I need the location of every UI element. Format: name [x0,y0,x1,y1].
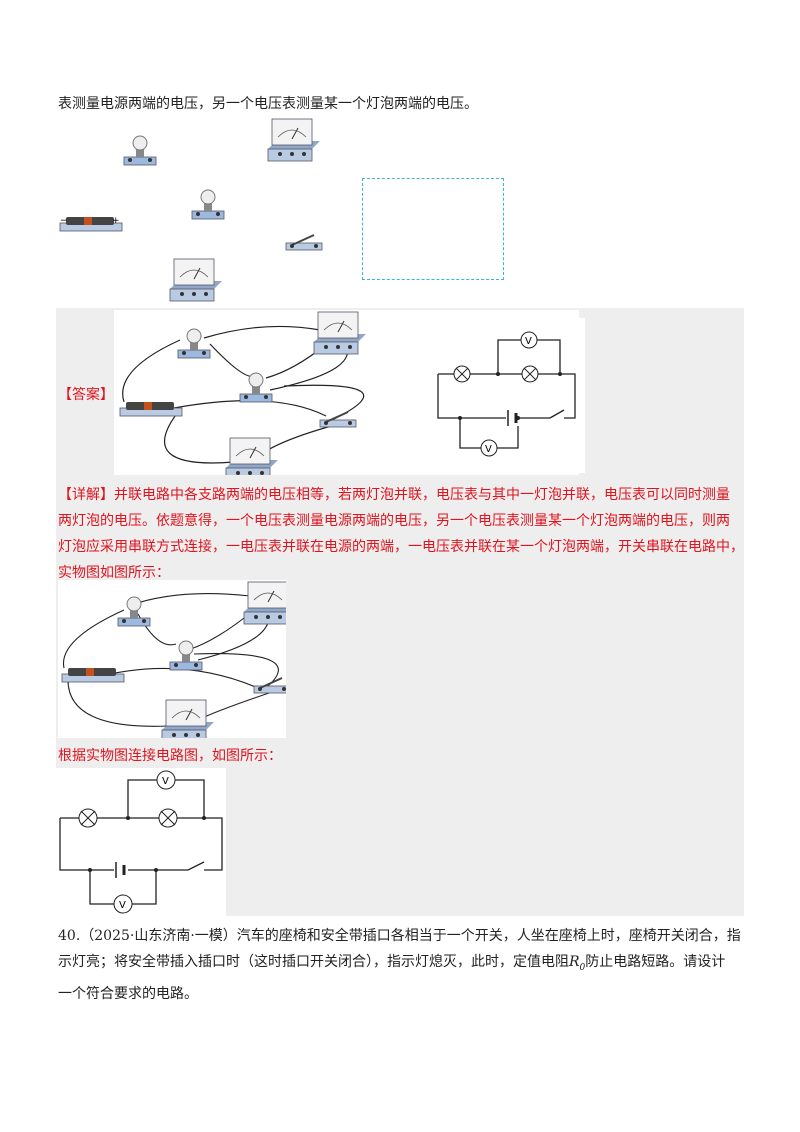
lamp-icon [78,808,98,828]
circuit-caption: 根据实物图连接电路图，如图所示： [58,748,282,764]
voltmeter-icon [161,699,215,738]
svg-text:V: V [162,776,169,787]
answer-drawing-box [362,178,504,280]
component-diagram: − + [59,118,323,302]
svg-text:V: V [525,336,532,347]
resistor-symbol: R0 [569,954,586,973]
bulb-icon [123,135,157,166]
wiring-diagram-2 [58,580,286,738]
detail-label: 【详解】 [58,487,114,503]
voltmeter-icon [225,437,279,475]
answer-label: 【答案】 [58,387,114,403]
question-40: 40.（2025·山东济南·一模）汽车的座椅和安全带插口各相当于一个开关，人坐在… [58,928,741,1002]
voltmeter-symbol: V [520,331,538,349]
voltmeter-icon [267,118,321,162]
svg-text:−: − [60,216,68,226]
svg-text:+: + [112,216,120,226]
lamp-icon [453,365,471,383]
lamp-icon [521,365,539,383]
voltmeter-symbol: V [113,894,133,914]
intro-text: 表测量电源两端的电压，另一个电压表测量某一个灯泡两端的电压。 [58,96,478,112]
voltmeter-icon [169,258,223,302]
voltmeter-symbol: V [156,770,176,790]
voltmeter-icon [243,581,286,625]
voltmeter-symbol: V [480,439,498,457]
svg-text:V: V [119,900,126,911]
detail-block: 【详解】并联电路中各支路两端的电压相等，若两灯泡并联，电压表与其中一灯泡并联，电… [58,487,744,581]
circuit-schematic-2: V V [56,768,226,916]
battery-icon [119,401,183,417]
switch-icon [285,234,323,251]
battery-icon [61,667,125,683]
bulb-icon [191,189,225,220]
question-number: 40. [58,928,81,944]
answer-circuit-schematic: V V [420,318,585,473]
voltmeter-icon [313,311,367,355]
lamp-icon [158,808,178,828]
svg-text:V: V [485,444,492,455]
